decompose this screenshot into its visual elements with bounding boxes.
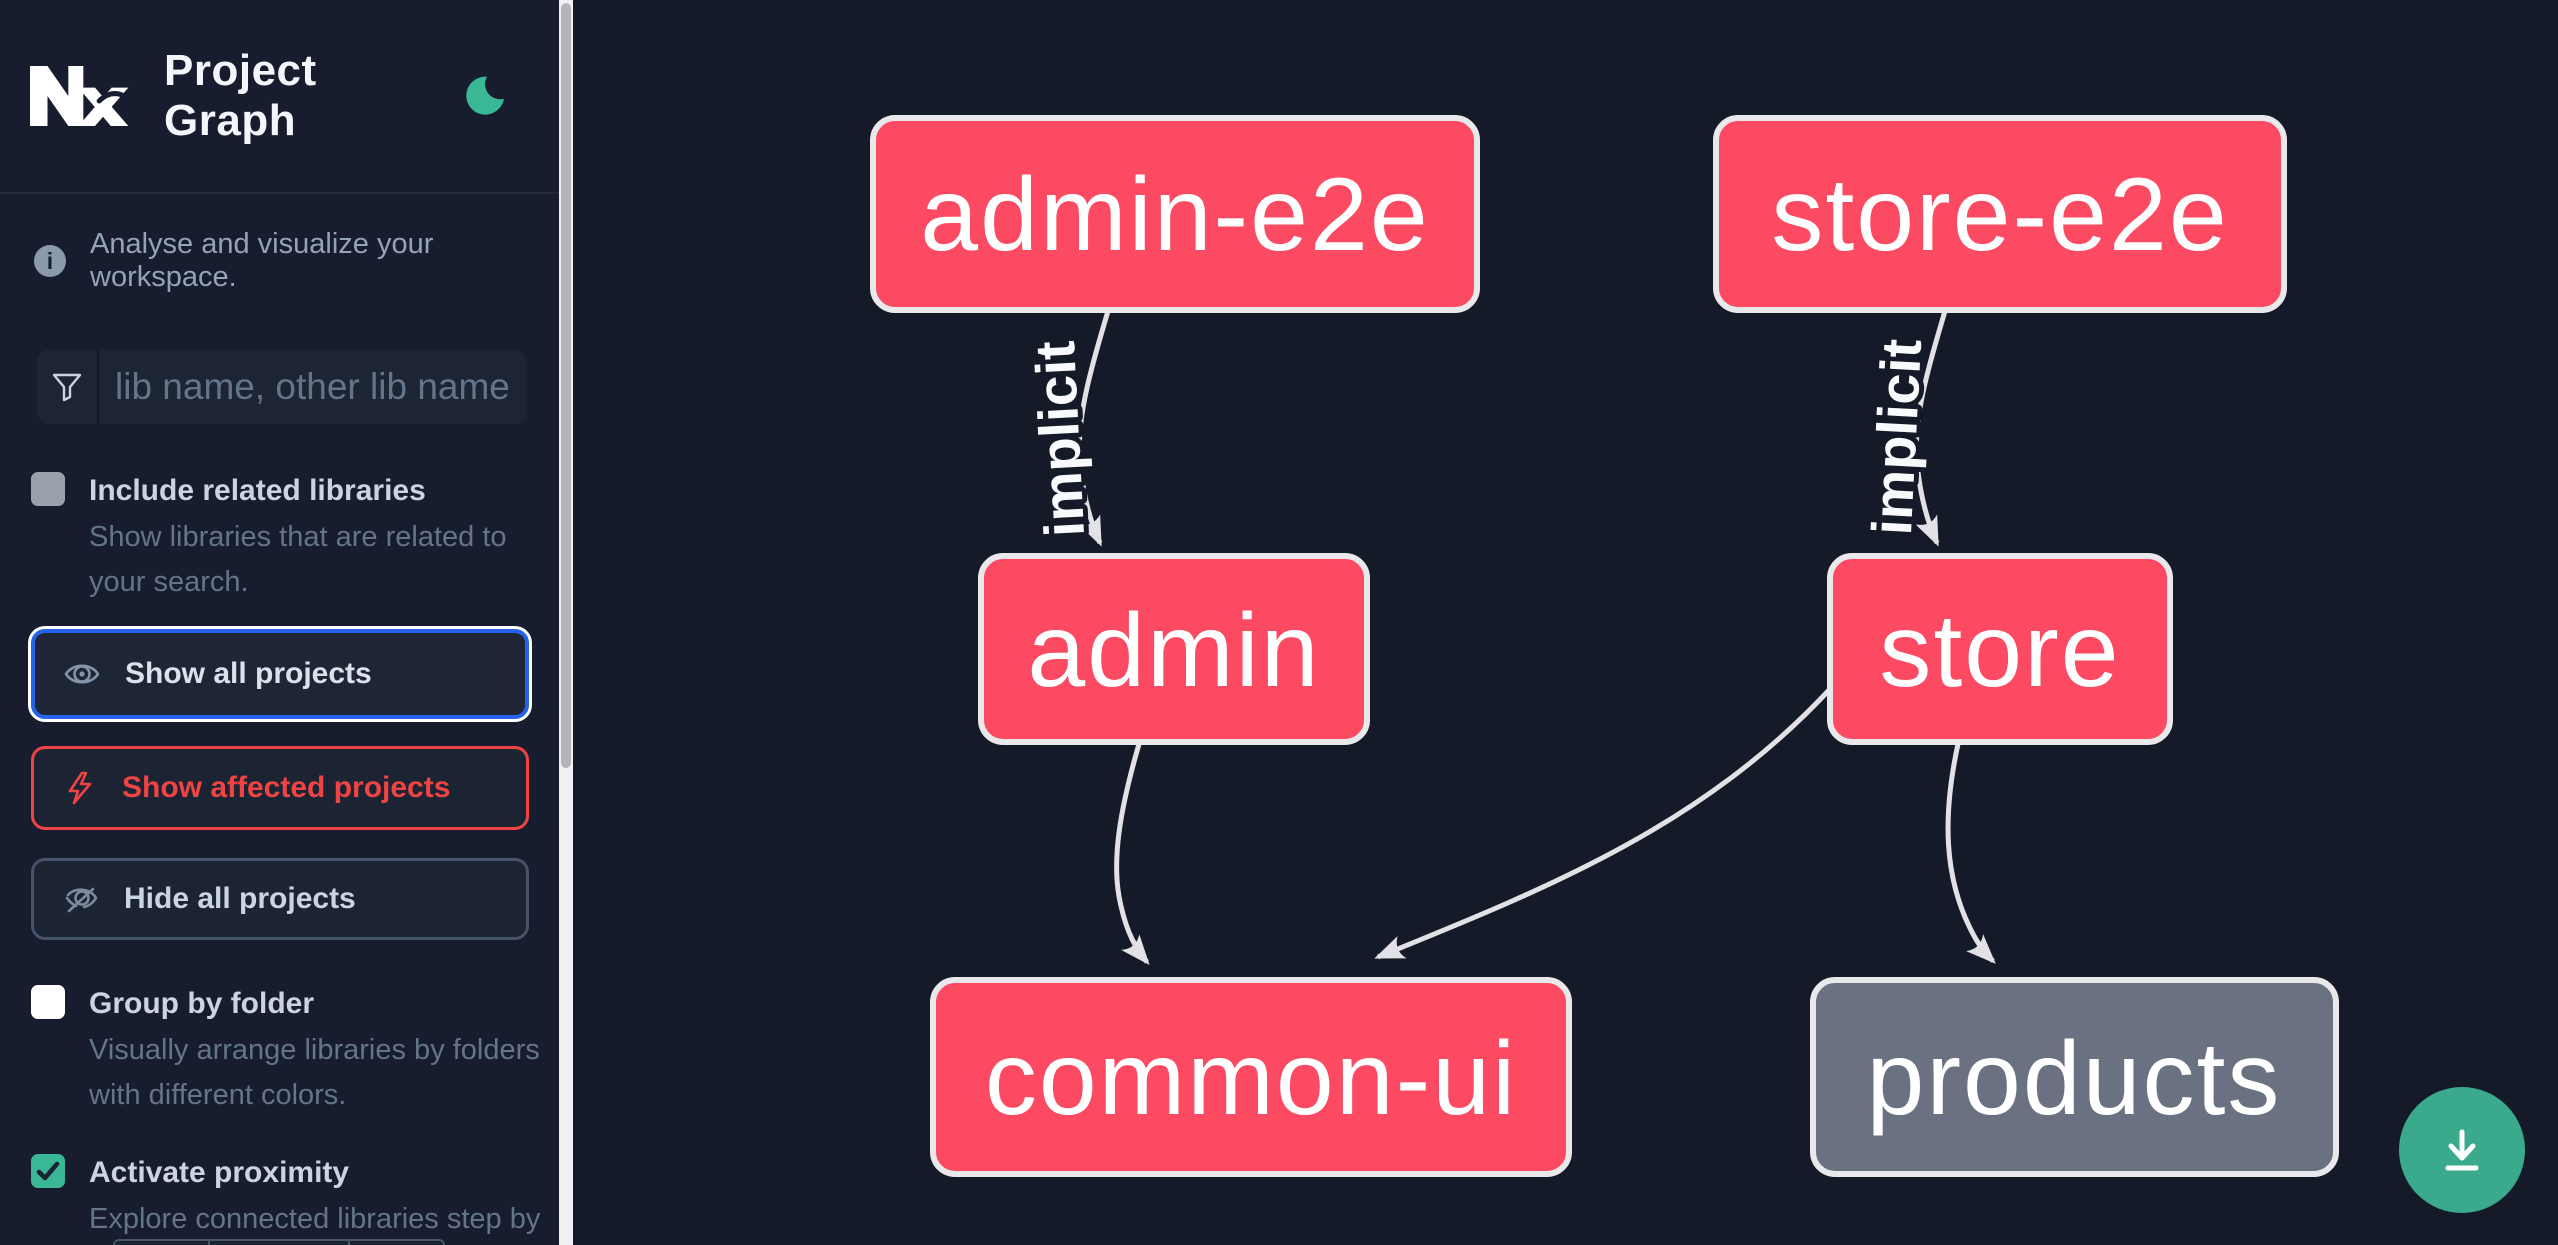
node-admin[interactable]: admin bbox=[978, 553, 1370, 745]
button-label: Show all projects bbox=[125, 657, 372, 690]
option-description: Show libraries that are related to your … bbox=[89, 521, 507, 598]
svg-text:admin: admin bbox=[1027, 593, 1320, 709]
eye-off-icon bbox=[62, 880, 100, 918]
option-description: Visually arrange libraries by folders wi… bbox=[89, 1034, 540, 1111]
option-label: Activate proximity bbox=[89, 1156, 350, 1189]
download-graph-button[interactable] bbox=[2399, 1087, 2525, 1213]
edge-store-to-products[interactable] bbox=[1945, 743, 1996, 964]
workspace-tagline: Analyse and visualize your workspace. bbox=[90, 228, 434, 293]
checkbox-activate-proximity-checked[interactable] bbox=[31, 1154, 65, 1188]
button-label: Hide all projects bbox=[124, 882, 356, 915]
show-all-projects-button[interactable]: Show all projects bbox=[31, 629, 529, 719]
node-store[interactable]: store bbox=[1827, 553, 2173, 745]
dark-mode-toggle[interactable] bbox=[458, 71, 508, 121]
button-label: Show affected projects bbox=[122, 771, 451, 804]
info-icon: i bbox=[34, 245, 66, 277]
search-input[interactable] bbox=[99, 350, 527, 424]
edge-store-to-common-ui[interactable] bbox=[1374, 686, 1833, 960]
edge-store-e2e-to-store[interactable] bbox=[1913, 310, 1948, 547]
node-products[interactable]: products bbox=[1810, 977, 2339, 1177]
edge-admin-to-common-ui[interactable] bbox=[1114, 743, 1150, 966]
edge-admin-e2e-to-admin[interactable] bbox=[1076, 310, 1111, 547]
option-activate-proximity[interactable]: Activate proximity Explore connected lib… bbox=[0, 1150, 560, 1245]
proximity-stepper-partially-hidden[interactable] bbox=[113, 1239, 445, 1245]
sidebar: Project Graph i Analyse and visualize yo… bbox=[0, 0, 560, 1245]
option-include-related[interactable]: Include related libraries Show libraries… bbox=[0, 468, 560, 605]
svg-text:products: products bbox=[1867, 1021, 2282, 1137]
checkbox-include-related[interactable] bbox=[31, 472, 65, 506]
hide-all-projects-button[interactable]: Hide all projects bbox=[31, 858, 529, 940]
moon-icon bbox=[466, 76, 505, 115]
svg-text:admin-e2e: admin-e2e bbox=[920, 157, 1429, 273]
sidebar-header: Project Graph bbox=[0, 0, 560, 194]
node-store-e2e[interactable]: store-e2e bbox=[1713, 115, 2287, 313]
show-affected-projects-button[interactable]: Show affected projects bbox=[31, 746, 529, 830]
search-box bbox=[37, 350, 527, 424]
svg-text:common-ui: common-ui bbox=[985, 1021, 1517, 1137]
eye-icon bbox=[63, 655, 101, 693]
download-icon bbox=[2445, 1129, 2479, 1171]
nx-logo-icon bbox=[30, 66, 129, 126]
svg-text:store: store bbox=[1879, 593, 2120, 709]
node-common-ui[interactable]: common-ui bbox=[930, 977, 1572, 1177]
filter-funnel-icon bbox=[37, 350, 99, 424]
edge-label-implicit: implicit bbox=[1860, 337, 1933, 536]
svg-text:store-e2e: store-e2e bbox=[1771, 157, 2228, 273]
sidebar-scrollbar-thumb[interactable] bbox=[561, 3, 571, 768]
option-description: Explore connected libraries step by step… bbox=[89, 1203, 541, 1235]
node-admin-e2e[interactable]: admin-e2e bbox=[870, 115, 1480, 313]
edge-label-implicit: implicit bbox=[1023, 339, 1096, 538]
workspace-tagline-row: i Analyse and visualize your workspace. bbox=[0, 194, 560, 294]
option-group-by-folder[interactable]: Group by folder Visually arrange librari… bbox=[0, 981, 560, 1118]
sidebar-scrollbar-track[interactable] bbox=[559, 0, 573, 1245]
graph-canvas[interactable]: implicit implicit admin-e2e store-e2e ad… bbox=[573, 0, 2558, 1245]
option-label: Include related libraries bbox=[89, 474, 426, 507]
option-label: Group by folder bbox=[89, 987, 314, 1020]
lightning-bolt-icon bbox=[62, 770, 98, 806]
checkbox-group-by-folder[interactable] bbox=[31, 985, 65, 1019]
page-title: Project Graph bbox=[164, 46, 317, 145]
